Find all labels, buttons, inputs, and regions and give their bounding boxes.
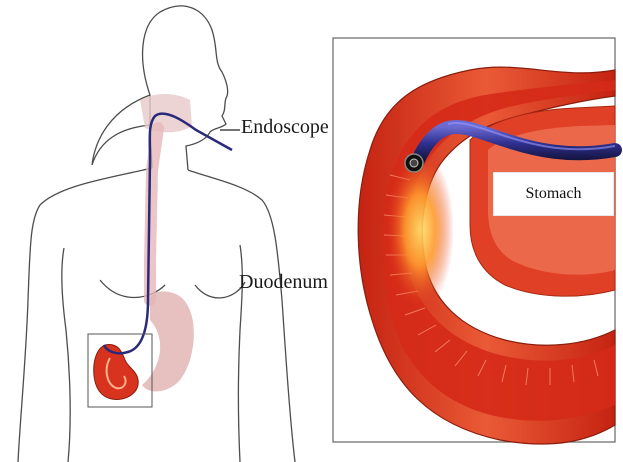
small-stomach — [142, 291, 194, 391]
duodenum-label: Duodenum — [239, 271, 328, 294]
stomach-label: Stomach — [526, 185, 582, 203]
breast-line-2 — [195, 282, 245, 298]
endoscope-label: Endoscope — [241, 116, 329, 139]
left-shoulder — [18, 168, 152, 462]
endoscope-tip — [405, 154, 423, 172]
esophagus — [150, 128, 158, 300]
left-arm-inner — [62, 248, 70, 462]
stomach-label-box: Stomach — [493, 172, 614, 216]
endoscope-light-glow — [386, 150, 454, 310]
